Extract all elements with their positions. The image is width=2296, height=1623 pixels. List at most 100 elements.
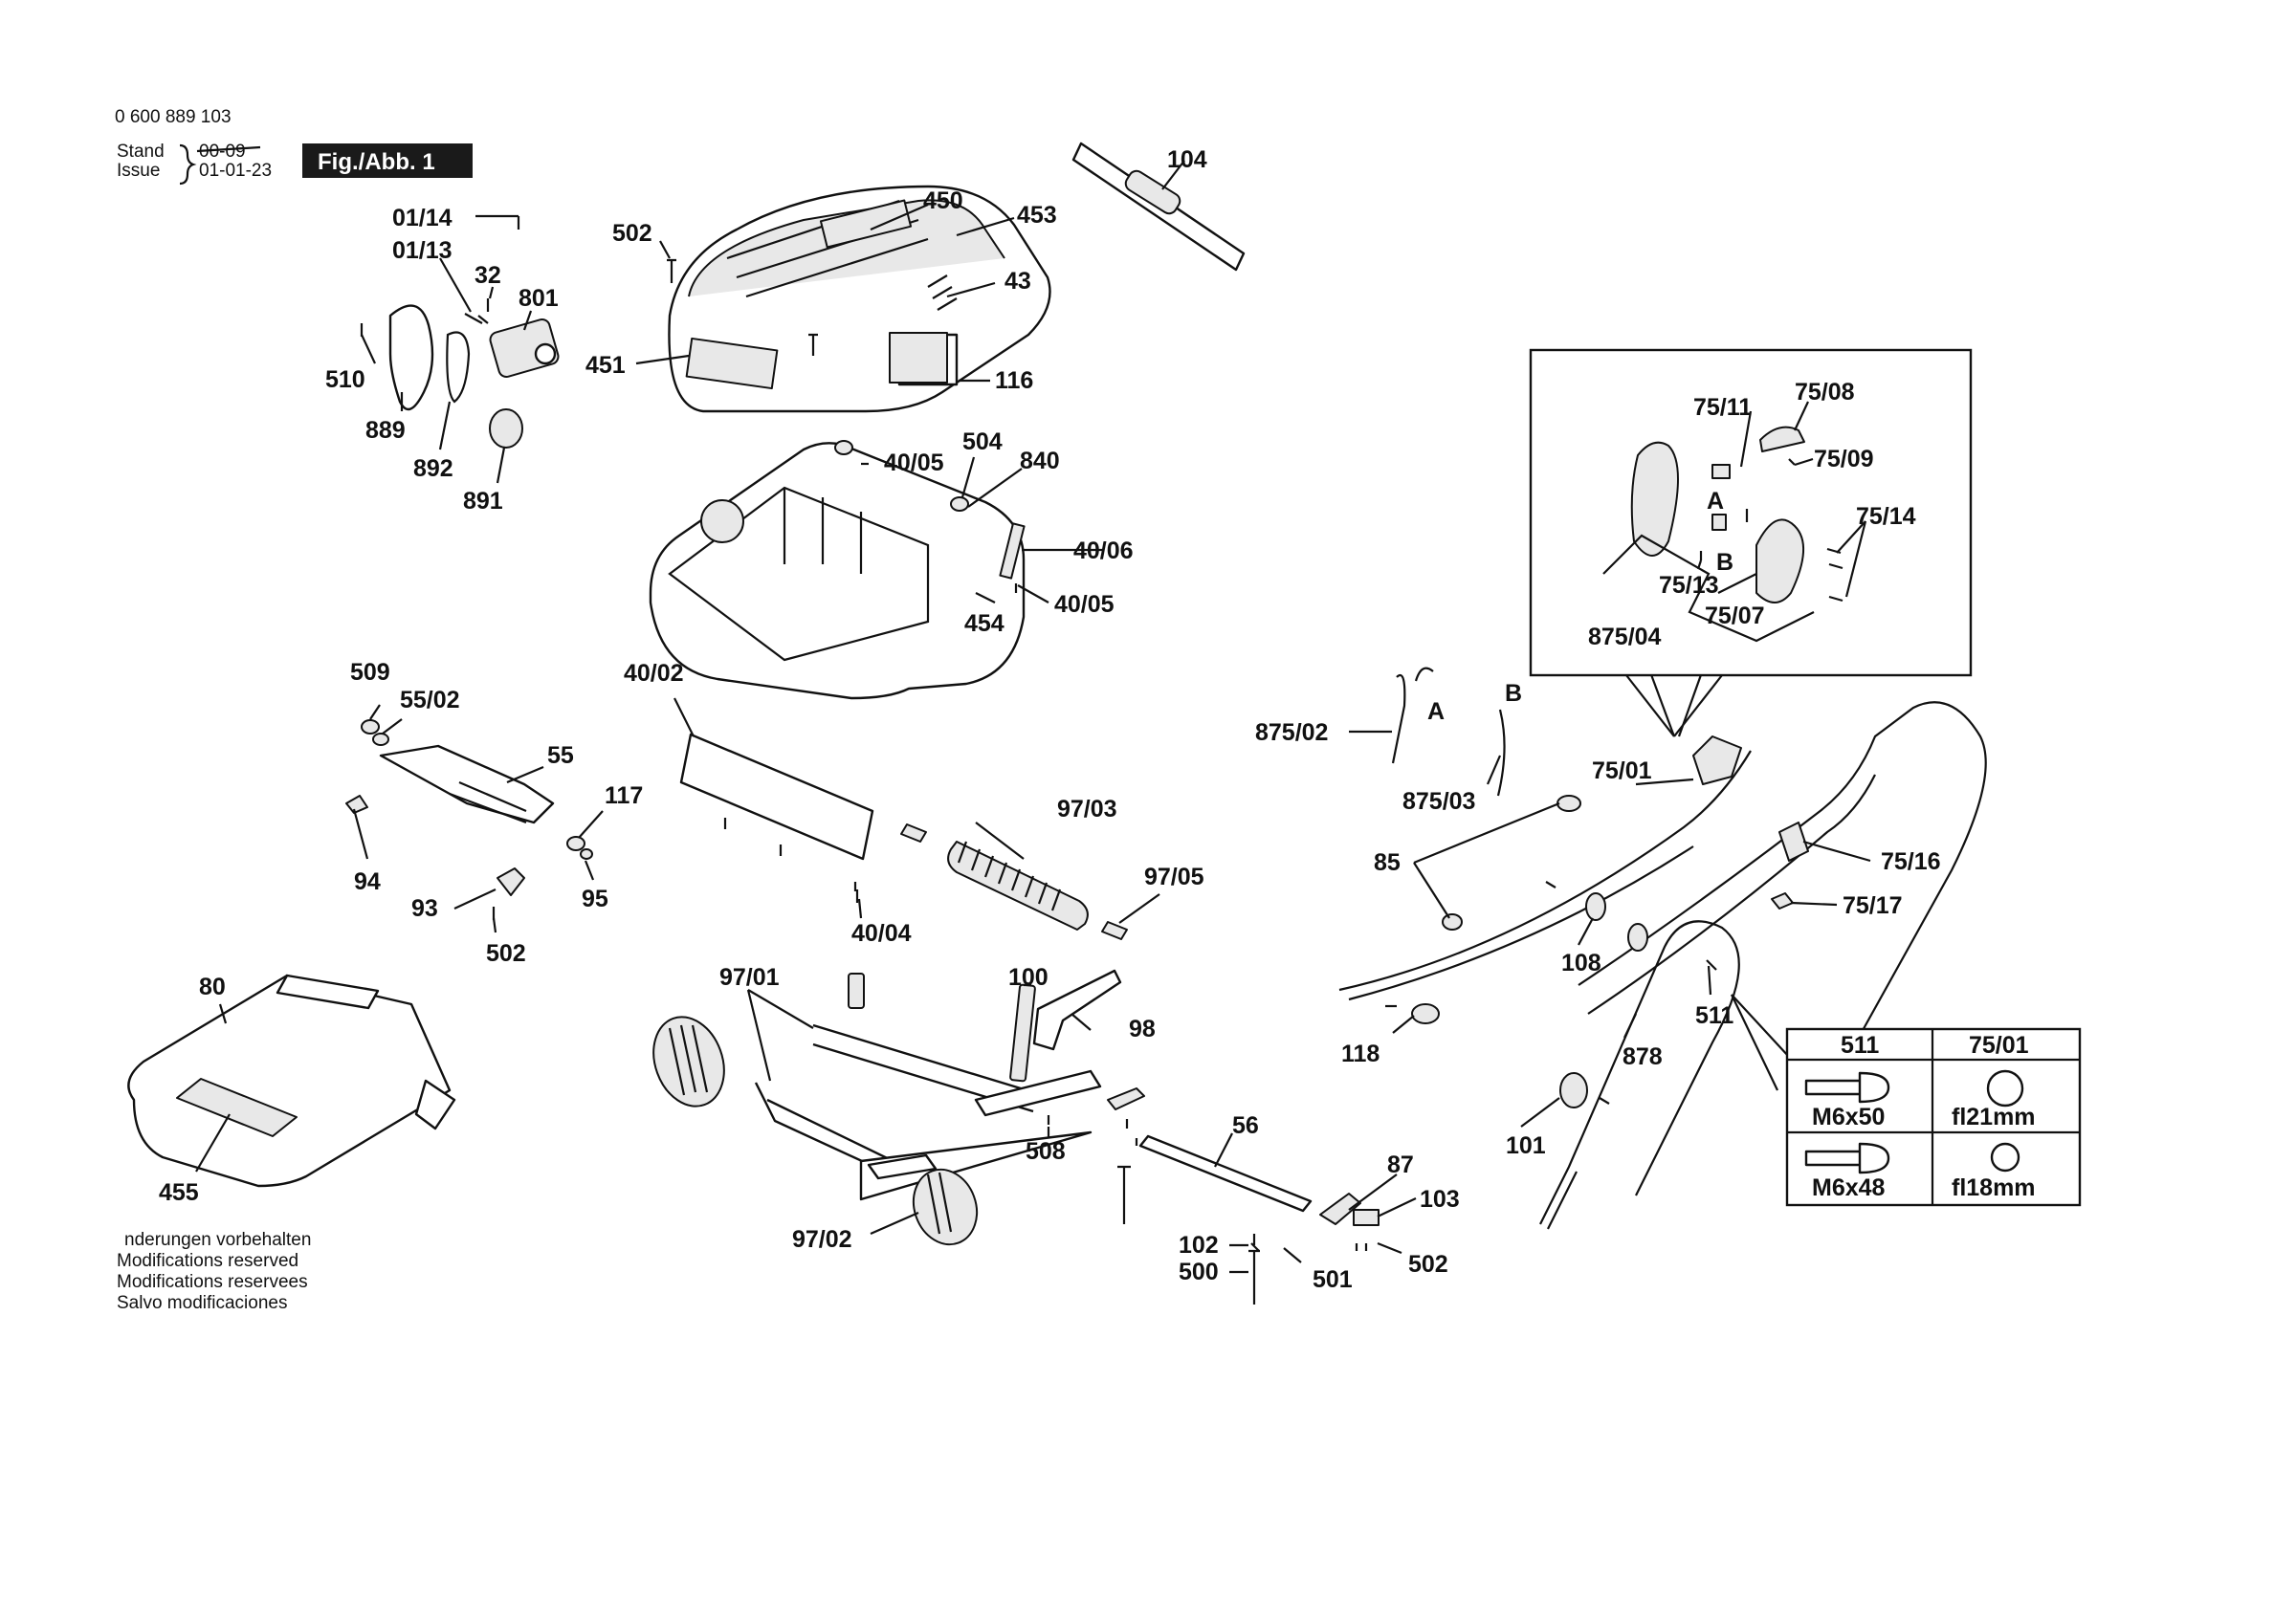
top-hardware — [667, 258, 1026, 593]
callout-453: 453 — [1017, 202, 1057, 229]
callout-87: 87 — [1387, 1151, 1414, 1178]
base-frame-ribs — [783, 488, 863, 574]
handle-cable-b — [1348, 845, 1694, 1001]
bracket-103-icon — [1353, 1209, 1380, 1226]
callout-101: 101 — [1506, 1132, 1546, 1159]
switch-housing-left-icon — [1630, 441, 1679, 557]
spec-bolt-2: M6x48 — [1812, 1174, 1886, 1201]
callout-97-05: 97/05 — [1144, 864, 1204, 890]
callout-40-02: 40/02 — [624, 660, 684, 687]
inset-frame — [1529, 348, 1973, 677]
callout-40-04: 40/04 — [851, 920, 912, 947]
chassis-frame-right — [974, 1069, 1102, 1117]
footer-notes: nderungen vorbehalten Modifications rese… — [117, 1230, 311, 1313]
callout-85: 85 — [1374, 849, 1401, 876]
callout-450: 450 — [923, 187, 963, 214]
switch-box-7501-icon — [1692, 735, 1742, 785]
knob-101-icon — [1559, 1072, 1588, 1108]
callout-01-13: 01/13 — [392, 237, 453, 264]
callout-454: 454 — [964, 610, 1004, 637]
callout-94: 94 — [354, 868, 381, 895]
screw-cover-icon — [808, 333, 818, 356]
grass-box-80-shape — [127, 974, 452, 1188]
grass-box-80-latch — [414, 1079, 456, 1130]
bolt-511-icon — [1706, 959, 1717, 971]
bolt-left-icon — [1117, 1165, 1131, 1224]
inset-callout-75-14: 75/14 — [1856, 503, 1916, 530]
washer-504-icon — [950, 496, 969, 512]
brace-icon — [179, 143, 197, 186]
inset-pointer — [1625, 674, 1723, 737]
callout-891: 891 — [463, 488, 503, 515]
handle-upper-tube-inner — [1587, 774, 1876, 1015]
footer-line-4: Salvo modificaciones — [117, 1293, 287, 1313]
roller-axle-9705-icon — [1101, 921, 1128, 940]
trigger-7508-icon — [1759, 426, 1805, 452]
bolt-handle-icon — [1545, 881, 1556, 888]
grass-plate-104 — [1071, 142, 1246, 272]
wheel-9701-tread — [668, 1024, 709, 1096]
callout-55: 55 — [547, 742, 574, 769]
clip-94-icon — [345, 795, 368, 814]
switch-A-icon — [1711, 514, 1727, 531]
pin-501-icon — [1250, 1242, 1260, 1252]
callout-455: 455 — [159, 1179, 199, 1206]
spec-table: 511 75/01 M6x50 fl21mm M6x48 fl18mm — [1785, 1027, 2082, 1207]
screw-0113-icon — [464, 313, 489, 324]
screw-left-icon — [1125, 1119, 1138, 1146]
callout-875-03: 875/03 — [1402, 788, 1475, 815]
cable-87502-icon — [1391, 667, 1434, 764]
callout-40-06: 40/06 — [1073, 537, 1134, 564]
grass-box-80-handle — [276, 974, 380, 1010]
roller-axle-left-icon — [900, 823, 927, 843]
footer-line-2: Modifications reserved — [117, 1251, 298, 1271]
callout-108: 108 — [1561, 950, 1601, 976]
plate-104-handle — [1124, 169, 1181, 215]
callout-95: 95 — [582, 886, 608, 912]
roller-9703 — [900, 823, 1128, 940]
spring-4006-icon — [999, 522, 1026, 580]
header-block: 0 600 889 103 Stand Issue 00-09 01-01-23… — [115, 107, 473, 186]
spec-size-1: fl21mm — [1952, 1104, 2036, 1130]
cover-rib — [688, 199, 1005, 297]
callout-875-02: 875/02 — [1255, 719, 1328, 746]
wheel-9702-tread — [926, 1172, 953, 1235]
adjuster-55-lines — [449, 780, 527, 824]
switch-housing-7507-icon — [1755, 518, 1805, 603]
callout-97-01: 97/01 — [719, 964, 780, 991]
stand-label: Stand — [117, 142, 165, 162]
blade-56-group — [1107, 1087, 1380, 1305]
callout-508: 508 — [1026, 1138, 1066, 1165]
cable-87504-icon — [1602, 534, 1815, 643]
callout-104: 104 — [1167, 146, 1207, 173]
callout-511: 511 — [1695, 1002, 1733, 1029]
callout-75-01: 75/01 — [1592, 757, 1652, 784]
callout-501: 501 — [1313, 1266, 1353, 1293]
nut-icon — [834, 440, 853, 455]
bracket-87-icon — [1319, 1193, 1361, 1225]
shield-4002-shape — [679, 733, 874, 861]
callout-97-03: 97/03 — [1057, 796, 1117, 822]
lever-98-icon — [1032, 969, 1122, 1051]
bolt-m6x48-icon — [1804, 1142, 1890, 1174]
callout-80: 80 — [199, 974, 226, 1000]
figure-tag: Fig./Abb. 1 — [318, 149, 435, 175]
footer-line-1: nderungen vorbehalten — [124, 1230, 311, 1250]
inset-callout-75-13: 75/13 — [1659, 572, 1719, 599]
callout-451: 451 — [585, 352, 626, 379]
callout-40-05-top: 40/05 — [884, 450, 944, 476]
roller-9703-grooves — [957, 841, 1062, 911]
callout-55-02: 55/02 — [400, 687, 460, 713]
switch-7511-icon — [1711, 464, 1731, 479]
inset-callout-A: A — [1707, 488, 1724, 515]
part-number: 0 600 889 103 — [115, 107, 232, 127]
base-frame-shape — [649, 442, 1026, 700]
inset-callout-75-11: 75/11 — [1693, 394, 1752, 421]
inset-callout-75-07: 75/07 — [1705, 603, 1765, 629]
filter-116-back — [889, 332, 948, 384]
height-adjuster-55 — [345, 719, 593, 920]
callout-75-16: 75/16 — [1881, 848, 1941, 875]
callout-A: A — [1427, 698, 1445, 725]
spec-bolt-1: M6x50 — [1812, 1104, 1885, 1130]
callout-labels: 104 450 453 502 43 451 116 01/14 01/13 3… — [159, 146, 1941, 1293]
